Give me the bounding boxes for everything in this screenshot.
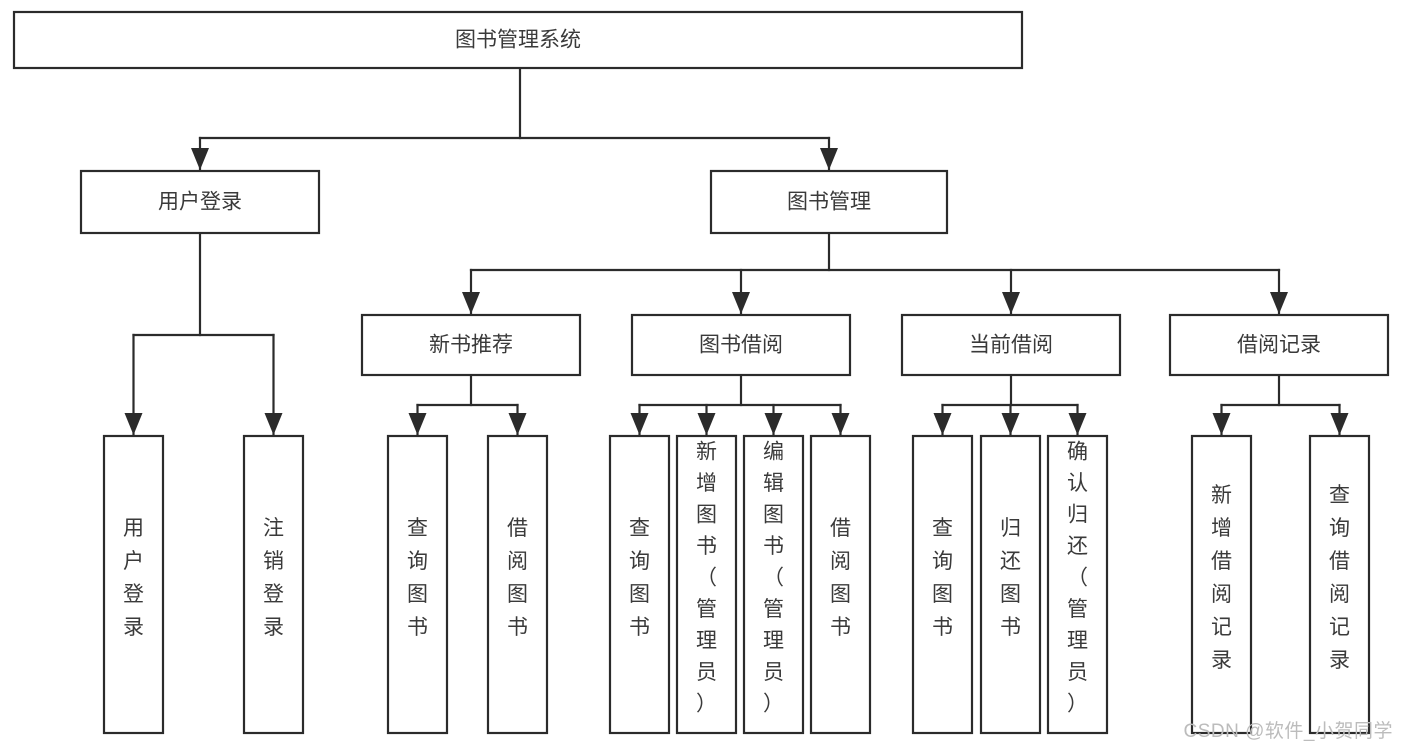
- node-leaf-0[interactable]: 用户登录: [102, 434, 165, 735]
- arrow-head-icon: [933, 413, 952, 435]
- node-label: 借阅图书: [830, 517, 851, 639]
- connector-layer: [124, 66, 1349, 437]
- arrow-head-icon: [124, 413, 143, 435]
- node-label: 归还图书: [1000, 517, 1021, 639]
- node-label: 借阅图书: [507, 517, 528, 639]
- node-box[interactable]: [1190, 434, 1253, 735]
- node-label: 当前借阅: [969, 334, 1053, 357]
- arrow-head-icon: [831, 413, 850, 435]
- node-root-0[interactable]: 图书管理系统: [12, 10, 1024, 70]
- node-box[interactable]: [102, 434, 165, 735]
- node-box[interactable]: [900, 313, 1122, 377]
- node-leaf-12[interactable]: 查询借阅记录: [1308, 434, 1371, 735]
- arrow-head-icon: [764, 413, 783, 435]
- node-box[interactable]: [242, 434, 305, 735]
- node-level3-0[interactable]: 新书推荐: [360, 313, 582, 377]
- node-leaf-1[interactable]: 注销登录: [242, 434, 305, 735]
- node-level2-1[interactable]: 图书管理: [709, 169, 949, 235]
- arrow-head-icon: [1068, 413, 1087, 435]
- node-box[interactable]: [979, 434, 1042, 735]
- node-label: 图书借阅: [699, 334, 783, 357]
- node-leaf-3[interactable]: 借阅图书: [486, 434, 549, 735]
- arrow-head-icon: [1330, 413, 1349, 435]
- node-label: 注销登录: [263, 517, 284, 639]
- node-level3-3[interactable]: 借阅记录: [1168, 313, 1390, 377]
- node-box[interactable]: [79, 169, 321, 235]
- node-box[interactable]: [742, 434, 805, 735]
- node-box[interactable]: [911, 434, 974, 735]
- node-leaf-5[interactable]: 新增图书（管理员）: [675, 434, 738, 735]
- node-leaf-7[interactable]: 借阅图书: [809, 434, 872, 735]
- node-label: 用户登录: [123, 517, 144, 639]
- arrow-head-icon: [264, 413, 283, 435]
- node-label: 新书推荐: [429, 334, 513, 357]
- node-box[interactable]: [709, 169, 949, 235]
- node-label: 查询图书: [629, 517, 650, 639]
- node-leaf-2[interactable]: 查询图书: [386, 434, 449, 735]
- arrow-head-icon: [697, 413, 716, 435]
- node-label: 查询图书: [407, 517, 428, 639]
- node-box[interactable]: [486, 434, 549, 735]
- node-label: 查询借阅记录: [1329, 484, 1350, 672]
- node-label: 新增借阅记录: [1211, 484, 1232, 672]
- node-box[interactable]: [360, 313, 582, 377]
- node-box[interactable]: [809, 434, 872, 735]
- node-box[interactable]: [675, 434, 738, 735]
- node-box[interactable]: [1046, 434, 1109, 735]
- node-label: 查询图书: [932, 517, 953, 639]
- node-box[interactable]: [1308, 434, 1371, 735]
- arrow-head-icon: [1002, 292, 1020, 314]
- node-label: 图书管理: [787, 191, 871, 214]
- node-leaf-6[interactable]: 编辑图书（管理员）: [742, 434, 805, 735]
- node-level3-1[interactable]: 图书借阅: [630, 313, 852, 377]
- node-level3-2[interactable]: 当前借阅: [900, 313, 1122, 377]
- node-leaf-11[interactable]: 新增借阅记录: [1190, 434, 1253, 735]
- node-leaf-4[interactable]: 查询图书: [608, 434, 671, 735]
- node-label: 图书管理系统: [455, 29, 581, 52]
- node-level2-0[interactable]: 用户登录: [79, 169, 321, 235]
- arrow-head-icon: [1270, 292, 1288, 314]
- node-leaf-10[interactable]: 确认归还（管理员）: [1046, 434, 1109, 735]
- node-label: 确认归还（管理员）: [1067, 441, 1088, 716]
- node-layer: 图书管理系统用户登录图书管理新书推荐图书借阅当前借阅借阅记录用户登录注销登录查询…: [12, 10, 1390, 735]
- arrow-head-icon: [462, 292, 480, 314]
- node-label: 用户登录: [158, 191, 242, 214]
- node-leaf-8[interactable]: 查询图书: [911, 434, 974, 735]
- node-label: 编辑图书（管理员）: [763, 441, 784, 716]
- arrow-head-icon: [820, 148, 838, 170]
- arrow-head-icon: [630, 413, 649, 435]
- arrow-head-icon: [1001, 413, 1020, 435]
- node-box[interactable]: [630, 313, 852, 377]
- node-box[interactable]: [386, 434, 449, 735]
- node-leaf-9[interactable]: 归还图书: [979, 434, 1042, 735]
- arrow-head-icon: [408, 413, 427, 435]
- arrow-head-icon: [1212, 413, 1231, 435]
- node-box[interactable]: [12, 10, 1024, 70]
- arrow-head-icon: [732, 292, 750, 314]
- arrow-head-icon: [508, 413, 527, 435]
- node-label: 新增图书（管理员）: [696, 441, 717, 716]
- node-label: 借阅记录: [1237, 334, 1321, 357]
- arrow-head-icon: [191, 148, 209, 170]
- node-box[interactable]: [1168, 313, 1390, 377]
- node-box[interactable]: [608, 434, 671, 735]
